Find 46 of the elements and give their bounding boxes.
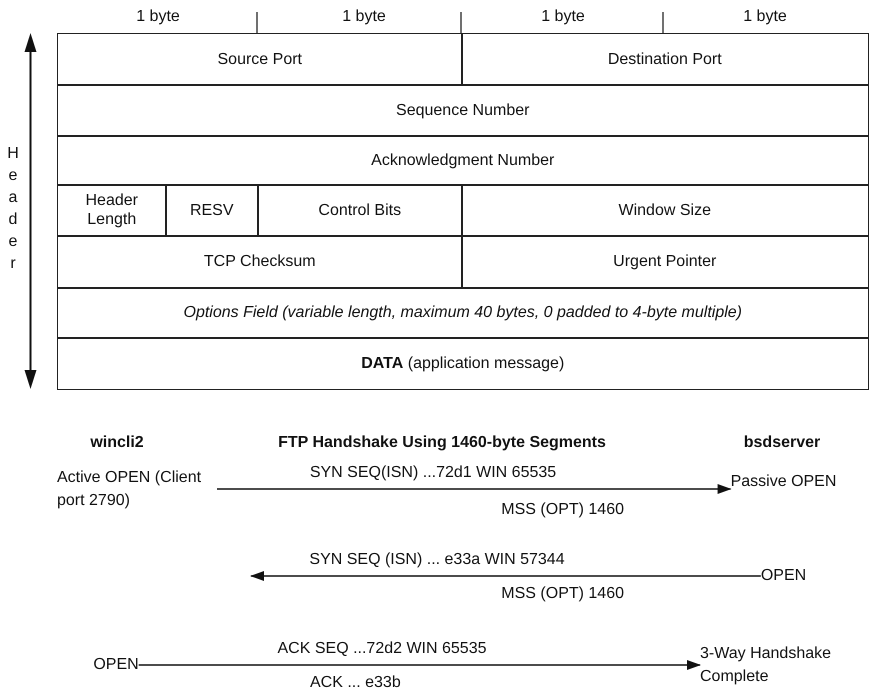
header-field-cell (57, 84, 868, 136)
arrow (217, 484, 732, 494)
annotation-text: 1 byte (342, 8, 386, 26)
edge-label: SYN SEQ (ISN) ... e33a WIN 57344 (309, 551, 565, 569)
header-field-cell (57, 33, 462, 86)
header-field-cell (257, 184, 462, 236)
field-label: Window Size (618, 200, 711, 220)
column-heading: FTP Handshake Using 1460-byte Segments (278, 434, 606, 452)
annotation-text: 1 byte (743, 8, 787, 26)
state-text: OPEN (93, 653, 139, 677)
field-label: RESV (190, 200, 234, 220)
field-label: Sequence Number (396, 100, 530, 120)
field-label: Urgent Pointer (613, 252, 716, 272)
field-label: Control Bits (318, 200, 402, 220)
field-label: DATA (application message) (361, 354, 564, 373)
header-field-cell (57, 135, 868, 186)
annotation-text: 1 byte (136, 8, 180, 26)
header-field-cell (165, 184, 258, 236)
edge-label: ACK SEQ ...72d2 WIN 65535 (278, 640, 486, 658)
state-text: 3-Way Handshake Complete (700, 642, 870, 688)
annotation-text: MSS (OPT) 1460 (501, 585, 624, 603)
header-field-cell (57, 337, 868, 390)
state-text: Active OPEN (Client port 2790) (57, 466, 217, 512)
field-label: Destination Port (608, 50, 722, 69)
annotation-text: MSS (OPT) 1460 (501, 501, 624, 519)
annotation-text: 1 byte (541, 8, 585, 26)
side-label: Header (7, 144, 19, 274)
field-label: TCP Checksum (204, 252, 316, 272)
column-heading: wincli2 (90, 434, 144, 452)
edge-label: SYN SEQ(ISN) ...72d1 WIN 65535 (310, 464, 556, 482)
field-label: Source Port (218, 50, 302, 69)
header-field-cell (461, 184, 868, 236)
annotation-text: ACK ... e33b (310, 674, 401, 692)
arrow (250, 571, 761, 581)
state-text: OPEN (760, 564, 806, 588)
header-field-cell (461, 33, 868, 86)
header-field-cell (57, 287, 868, 338)
arrow (138, 660, 701, 670)
field-label: Header Length (84, 191, 139, 230)
header-field-cell (57, 184, 166, 236)
field-label: Options Field (variable length, maximum 40 bytes, 0 padded to 4-byte multiple) (184, 303, 742, 322)
header-field-cell (461, 235, 868, 288)
column-heading: bsdserver (744, 434, 820, 452)
state-text: Passive OPEN (730, 470, 836, 494)
field-label: Acknowledgment Number (371, 150, 554, 170)
header-field-cell (57, 235, 462, 288)
